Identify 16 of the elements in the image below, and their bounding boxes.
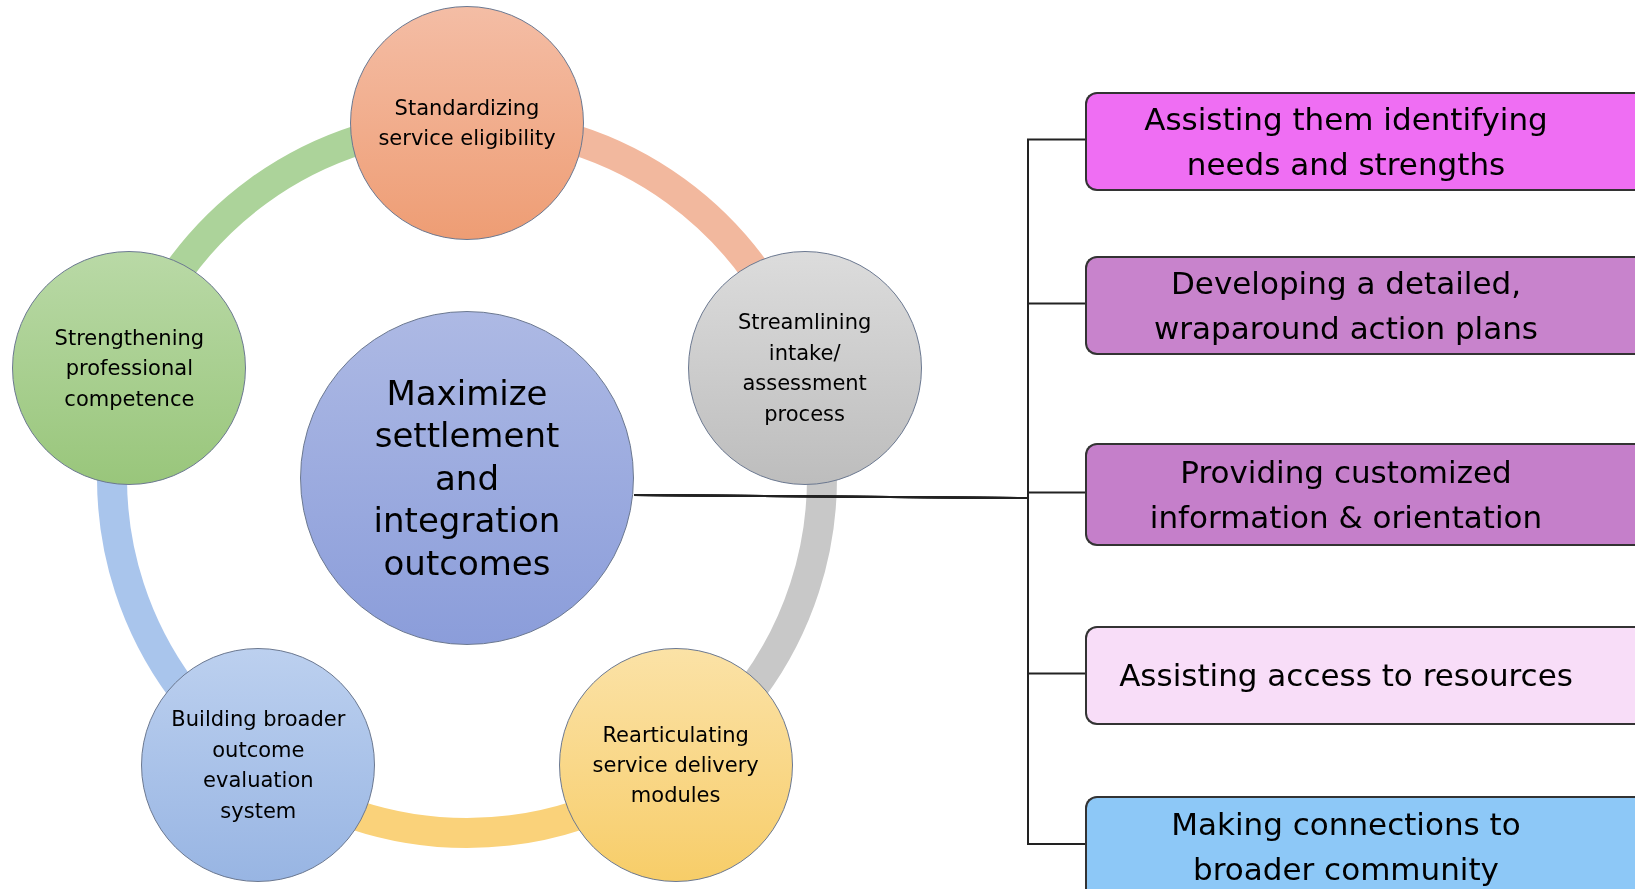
box-label: Assisting them identifying needs and strengths	[1144, 100, 1548, 182]
circle-label: Streamlining intake/ assessment process	[736, 309, 873, 428]
box-label: Assisting access to resources	[1119, 657, 1573, 694]
item-box	[1085, 626, 1635, 725]
box-label: Developing a detailed, wraparound action plans	[1154, 264, 1538, 346]
circle-label: Standardizing service eligibility	[377, 94, 557, 152]
item-box	[1085, 443, 1635, 546]
box-label: Providing customized information & orientation	[1149, 453, 1543, 535]
circle-label: Maximize settlement and integration outcomes	[372, 371, 562, 585]
item-box	[1085, 256, 1635, 355]
item-box	[1085, 796, 1635, 889]
circle-label: Strengthening professional competence	[53, 324, 206, 413]
circle-label: Rearticulating service delivery modules	[591, 721, 760, 810]
box-label: Making connections to broader community	[1171, 806, 1521, 887]
circle-label: Building broader outcome evaluation system	[170, 706, 347, 825]
item-box	[1085, 92, 1635, 191]
